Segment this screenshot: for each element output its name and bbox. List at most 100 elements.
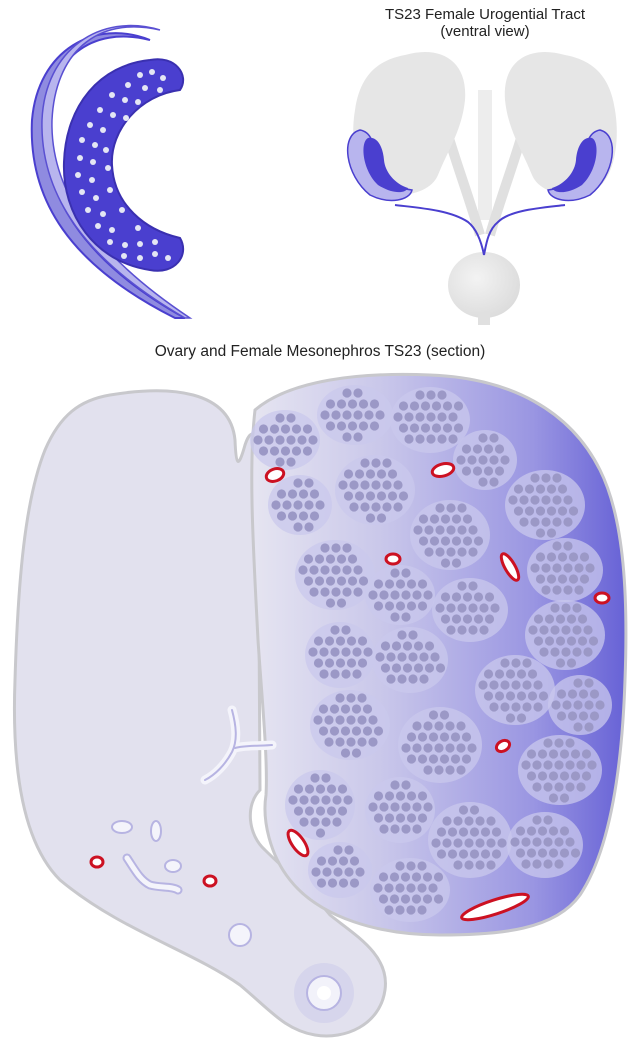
oocyte — [457, 625, 467, 635]
oocyte — [522, 658, 532, 668]
oocyte — [391, 663, 402, 673]
oocyte — [417, 791, 428, 801]
oocyte — [382, 502, 392, 512]
oocyte — [537, 826, 548, 836]
oocyte — [342, 388, 352, 398]
oocyte — [343, 491, 354, 501]
oocyte — [453, 423, 464, 433]
oocyte — [446, 603, 456, 613]
oocyte — [390, 612, 400, 622]
oocyte — [539, 647, 549, 657]
oocyte — [390, 780, 400, 790]
oocyte — [561, 647, 571, 657]
ovary-detail-oocytes — [75, 69, 171, 261]
mesonephric-tubule-y-outline — [204, 709, 273, 781]
oocyte — [434, 721, 444, 731]
oocyte — [500, 455, 510, 465]
oocyte — [326, 806, 337, 816]
oocyte — [559, 771, 570, 781]
oocyte — [527, 669, 538, 679]
oocyte — [446, 503, 456, 513]
oocyte — [299, 795, 309, 805]
oocyte — [423, 743, 433, 753]
paramesonephric-duct-section — [294, 963, 354, 1023]
oocyte — [401, 743, 411, 753]
oocyte — [286, 457, 296, 467]
oocyte — [331, 543, 341, 553]
oocyte — [352, 647, 362, 657]
oocyte — [475, 860, 485, 870]
oocyte — [424, 663, 435, 673]
oocyte — [314, 554, 325, 564]
oocyte — [398, 423, 409, 433]
oocyte — [380, 663, 391, 673]
oocyte — [378, 872, 389, 882]
oocyte — [362, 726, 373, 736]
oocyte — [543, 859, 553, 869]
oocyte — [538, 691, 549, 701]
oocyte — [437, 390, 447, 400]
oocyte — [442, 401, 453, 411]
oocyte — [401, 780, 411, 790]
oocyte — [346, 658, 357, 668]
oocyte — [442, 816, 452, 826]
oocyte — [386, 652, 396, 662]
tubule — [164, 859, 182, 873]
oocyte — [530, 517, 540, 527]
oocyte — [426, 412, 436, 422]
blood-vessel — [430, 462, 456, 478]
oocyte — [411, 894, 422, 904]
oocyte — [515, 848, 526, 858]
oocyte — [353, 587, 363, 597]
tubule — [150, 820, 162, 842]
oocyte — [451, 514, 462, 524]
oocyte — [303, 576, 314, 586]
oocyte — [287, 511, 298, 521]
oocyte — [535, 506, 546, 516]
oocyte — [406, 754, 417, 764]
oocyte — [576, 782, 586, 792]
bladder — [448, 252, 520, 318]
oocyte — [401, 824, 411, 834]
oocyte — [453, 401, 464, 411]
oocyte — [433, 894, 444, 904]
oocyte — [343, 469, 354, 479]
oocyte — [330, 669, 340, 679]
oocyte — [428, 710, 439, 720]
oocyte — [486, 860, 496, 870]
oocyte — [572, 603, 582, 613]
oocyte — [330, 647, 340, 657]
oocyte — [423, 721, 433, 731]
oocyte — [552, 541, 562, 551]
oocyte — [349, 856, 360, 866]
follicle — [365, 565, 435, 625]
oocyte — [384, 883, 394, 893]
oocyte — [342, 565, 352, 575]
oocyte — [494, 669, 505, 679]
oocyte — [522, 680, 532, 690]
oocyte — [435, 603, 445, 613]
oocyte — [321, 817, 331, 827]
oocyte — [326, 784, 337, 794]
oocyte — [435, 503, 445, 513]
oocyte — [384, 905, 394, 915]
oocyte — [401, 612, 411, 622]
oocyte — [395, 601, 406, 611]
oocyte — [561, 625, 571, 635]
oocyte — [457, 603, 467, 613]
oocyte — [462, 614, 473, 624]
oocyte — [329, 704, 340, 714]
oocyte — [371, 480, 381, 490]
oocyte — [584, 678, 594, 688]
oocyte — [468, 603, 478, 613]
oocyte — [406, 579, 417, 589]
oocyte — [331, 587, 341, 597]
oocyte — [342, 543, 352, 553]
oocyte — [304, 478, 314, 488]
oocyte — [347, 576, 358, 586]
oocyte — [461, 754, 472, 764]
oocyte — [563, 517, 573, 527]
oocyte — [395, 579, 406, 589]
oocyte — [566, 614, 577, 624]
oocyte — [472, 444, 483, 454]
